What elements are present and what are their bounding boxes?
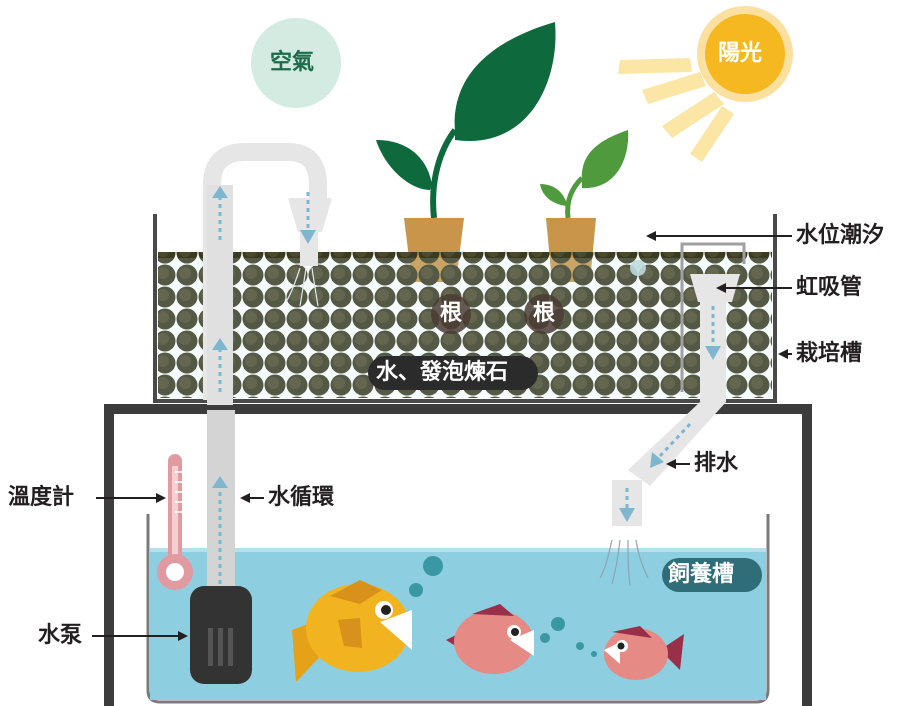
sun-icon bbox=[618, 6, 793, 162]
fish-yellow bbox=[292, 580, 412, 682]
bubbles bbox=[409, 556, 597, 657]
label-chips bbox=[368, 294, 762, 592]
flow-arrows bbox=[212, 186, 721, 600]
drain-stream bbox=[599, 539, 649, 587]
label-water-pump: 水泵 bbox=[38, 623, 83, 648]
label-fish-tank: 飼養槽 bbox=[668, 562, 735, 587]
label-siphon: 虹吸管 bbox=[796, 275, 863, 300]
pump-icon bbox=[190, 586, 252, 684]
fish-pink-small bbox=[604, 626, 684, 680]
label-water-circulation: 水循環 bbox=[268, 485, 335, 510]
label-air: 空氣 bbox=[270, 50, 315, 75]
air-icon bbox=[251, 18, 341, 108]
tide-marker bbox=[630, 260, 646, 276]
label-sunlight: 陽光 bbox=[718, 41, 763, 66]
fish-tank-frame bbox=[104, 404, 812, 706]
label-thermometer: 溫度計 bbox=[8, 485, 75, 510]
label-root-left: 根 bbox=[440, 301, 463, 326]
label-root-right: 根 bbox=[533, 301, 556, 326]
fish-pink-large bbox=[446, 604, 534, 674]
pointer-lines bbox=[92, 231, 792, 641]
label-water-tide: 水位潮汐 bbox=[796, 223, 885, 248]
thermometer-icon bbox=[157, 454, 193, 590]
label-grow-bed: 栽培槽 bbox=[796, 341, 863, 366]
label-water-stone: 水、發泡煉石 bbox=[376, 360, 509, 385]
root-stream bbox=[285, 267, 319, 307]
label-drain: 排水 bbox=[694, 451, 739, 476]
